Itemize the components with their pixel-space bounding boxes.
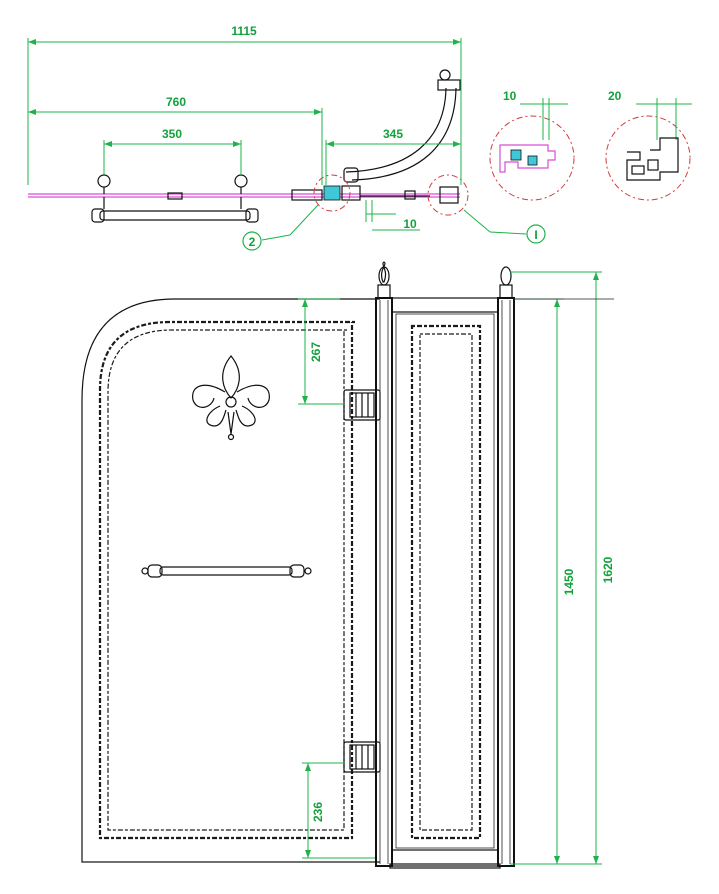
dim-label-10: 10 [403, 217, 417, 231]
detail-1-marker [427, 174, 469, 216]
top-hinge [343, 389, 381, 421]
side-panel [375, 261, 515, 869]
dim-350: 350 [103, 127, 242, 175]
door-outline [81, 298, 380, 863]
detail-1-dim-label: 10 [503, 89, 517, 103]
dim-label-350: 350 [162, 127, 182, 141]
panel-ornament-border [410, 324, 482, 840]
dim-345: 345 [325, 127, 461, 185]
dim-label-1620: 1620 [601, 556, 615, 583]
door-handle[interactable] [141, 564, 312, 578]
dim-label-760: 760 [166, 95, 186, 109]
callout-label-2: 2 [249, 235, 256, 249]
dim-label-236: 236 [311, 802, 325, 822]
dim-236: 236 [302, 762, 375, 859]
dim-label-345: 345 [383, 127, 403, 141]
dim-label-267: 267 [309, 342, 323, 362]
callout-detail-2: 2 [242, 204, 319, 251]
callout-detail-1: I [463, 209, 546, 244]
dim-label-1450: 1450 [562, 568, 576, 595]
detail-2-marker [313, 174, 351, 212]
door-ornament-border [98, 320, 355, 840]
detail-2-dim-label: 20 [608, 89, 622, 103]
detail-2-view: 20 [605, 89, 692, 201]
callout-label-1: I [534, 228, 537, 242]
support-arm [345, 87, 447, 173]
dim-10-gap: 10 [365, 200, 420, 231]
latch [167, 192, 183, 200]
dim-label-1115: 1115 [231, 24, 257, 38]
dim-1620: 1620 [510, 271, 615, 865]
plan-view [28, 69, 469, 223]
front-elevation [81, 261, 515, 869]
left-finial [381, 261, 387, 283]
fleur-de-lis-ornament [192, 355, 270, 441]
hinge-plan [291, 185, 459, 204]
dim-760: 760 [28, 95, 323, 185]
dim-267: 267 [298, 298, 345, 405]
detail-1-view: 10 [489, 89, 575, 201]
right-finial [500, 266, 512, 286]
dim-1450: 1450 [514, 298, 576, 865]
bottom-hinge [343, 741, 381, 773]
dim-1115: 1115 [27, 24, 462, 185]
